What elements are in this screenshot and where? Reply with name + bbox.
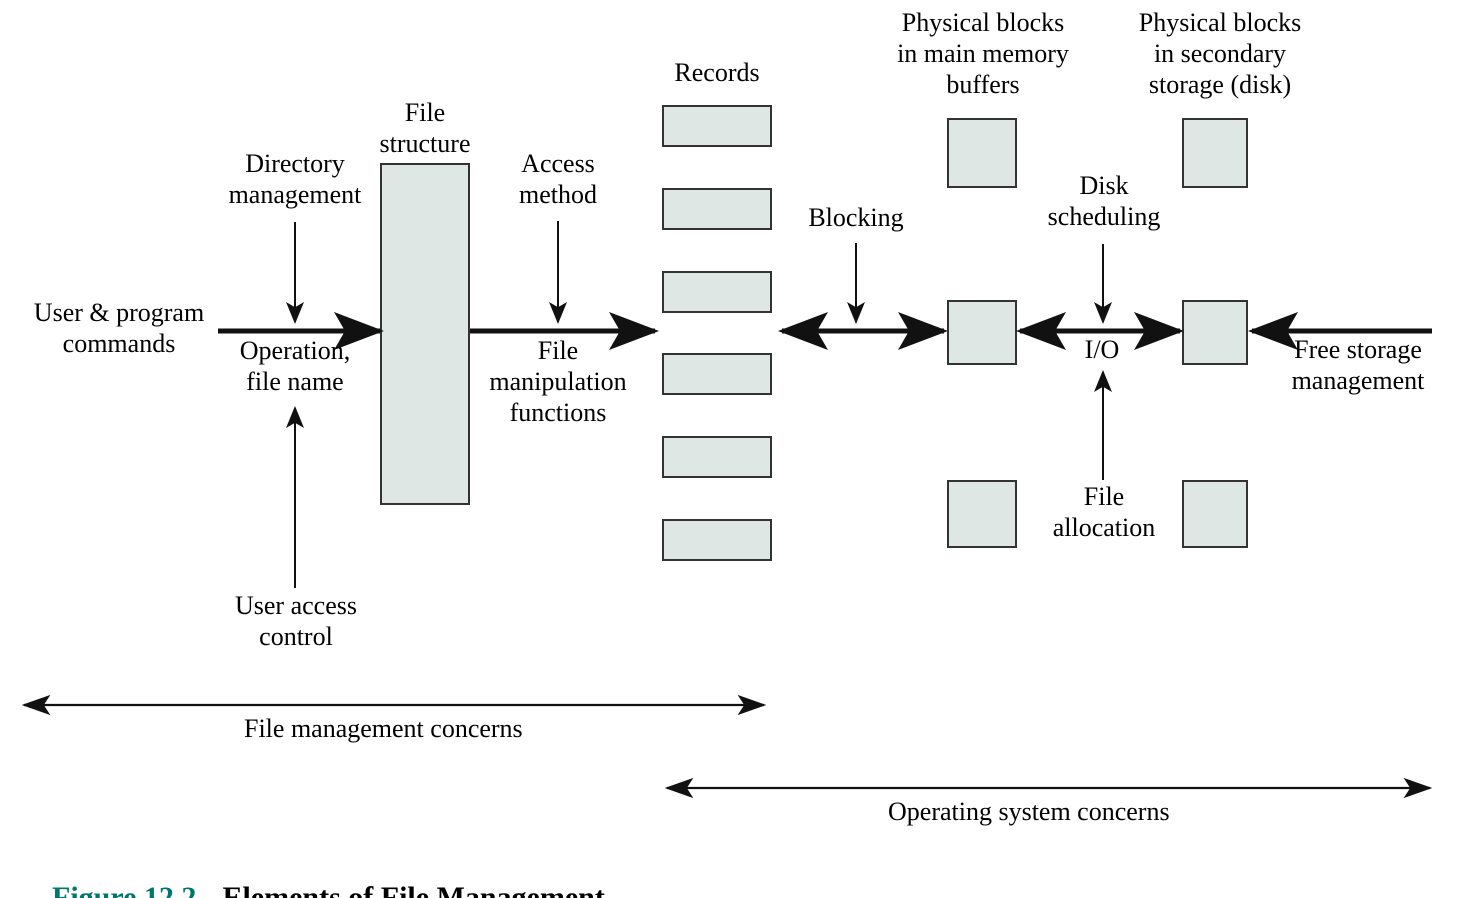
- label-physical-blocks-main-memory: Physical blocks in main memory buffers: [897, 8, 1069, 99]
- record-box-2: [662, 188, 772, 230]
- figure-caption: Figure 12.2 Elements of File Management: [22, 847, 605, 898]
- record-box-6: [662, 519, 772, 561]
- label-user-program-commands: User & program commands: [33, 298, 205, 358]
- secondary-storage-block-bottom: [1182, 480, 1248, 548]
- figure-title: Elements of File Management: [222, 881, 605, 898]
- label-operating-system-concerns: Operating system concerns: [888, 797, 1170, 826]
- secondary-storage-block-top: [1182, 118, 1248, 188]
- label-operation-file-name: Operation, file name: [239, 336, 351, 396]
- label-access-method: Access method: [519, 149, 597, 209]
- label-file-manipulation-functions: File manipulation functions: [489, 336, 627, 427]
- label-disk-scheduling: Disk scheduling: [1047, 171, 1161, 231]
- label-user-access-control: User access control: [235, 591, 357, 651]
- figure-number: Figure 12.2: [52, 881, 197, 898]
- label-physical-blocks-secondary-storage: Physical blocks in secondary storage (di…: [1138, 8, 1302, 99]
- record-box-4: [662, 353, 772, 395]
- label-free-storage-management: Free storage management: [1291, 335, 1425, 395]
- label-file-allocation: File allocation: [1052, 482, 1156, 542]
- label-blocking: Blocking: [808, 203, 904, 232]
- label-io: I/O: [1084, 335, 1120, 364]
- record-box-5: [662, 436, 772, 478]
- main-memory-block-top: [947, 118, 1017, 188]
- file-structure-box: [380, 163, 470, 505]
- main-memory-block-bottom: [947, 480, 1017, 548]
- record-box-3: [662, 271, 772, 313]
- main-memory-block-middle: [947, 300, 1017, 365]
- label-file-management-concerns: File management concerns: [244, 714, 523, 743]
- label-file-structure: File structure: [379, 98, 471, 158]
- label-directory-management: Directory management: [228, 149, 362, 209]
- secondary-storage-block-middle: [1182, 300, 1248, 365]
- label-records: Records: [674, 58, 760, 87]
- record-box-1: [662, 105, 772, 147]
